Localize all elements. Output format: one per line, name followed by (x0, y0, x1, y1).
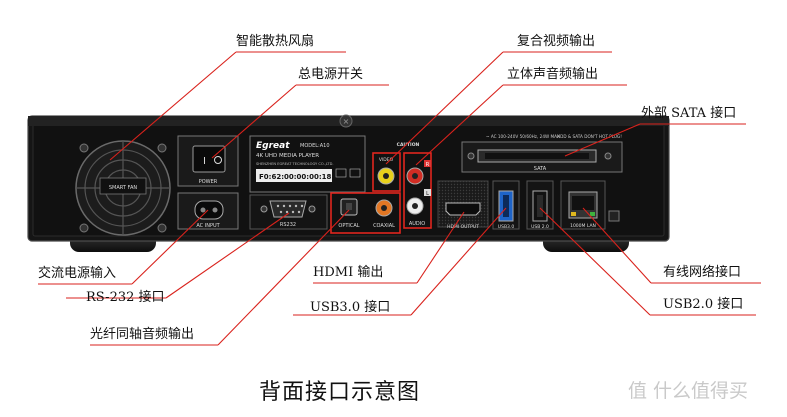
power-label: POWER (199, 179, 218, 185)
coaxial-label: COAXIAL (373, 223, 395, 229)
fan-label: SMART FAN (109, 185, 137, 191)
usb2-label: USB 2.0 (531, 224, 549, 230)
hdmi-label: HDMI OUTPUT (447, 224, 479, 230)
callout-usb2: USB2.0 接口 (663, 297, 744, 312)
callout-external-sata: 外部 SATA 接口 (641, 106, 737, 121)
svg-text:×: × (343, 117, 350, 126)
usb3-label: USB3.0 (498, 224, 515, 230)
audio-label: AUDIO (409, 221, 425, 227)
diagram-caption: 背面接口示意图 (259, 380, 421, 405)
optical-coaxial-highlight (330, 192, 401, 234)
device-label-sticker (249, 135, 366, 193)
product-name: 4K UHD MEDIA PLAYER (256, 153, 319, 159)
optical-label: OPTICAL (338, 223, 359, 229)
hdmi-port[interactable] (445, 202, 481, 216)
video-label: VIDEO (379, 157, 394, 163)
watermark: 值 什么值得买 (628, 376, 748, 403)
model: MODEL:A10 (300, 143, 330, 149)
screw (339, 114, 353, 128)
sata-warning: HDD & SATA DON'T HOT PLUG! (557, 134, 622, 139)
rs232-label: RS232 (280, 222, 296, 228)
audio-right-label: R (426, 162, 430, 168)
callout-optical-coaxial: 光纤同轴音频输出 (90, 327, 195, 342)
cooling-fan (75, 140, 171, 236)
callout-usb3: USB3.0 接口 (310, 300, 391, 315)
power-rating: ~ AC 100-240V 50/60Hz, 24W MAX (486, 134, 560, 139)
callout-fan: 智能散热风扇 (236, 34, 315, 49)
svg-text:I: I (203, 156, 206, 167)
callout-composite-video: 复合视频输出 (517, 34, 596, 49)
brand: Egreat (256, 141, 290, 151)
power-switch[interactable] (192, 145, 226, 173)
mac-address: F0:62:00:00:00:18 (259, 173, 331, 181)
callout-ac-input: 交流电源输入 (38, 266, 117, 281)
callout-hdmi: HDMI 输出 (313, 265, 384, 280)
reset-button[interactable] (608, 210, 620, 222)
ac-input-label: AC INPUT (196, 223, 220, 229)
watermark-text: 值 什么值得买 (628, 380, 749, 402)
audio-left-label: L (426, 191, 429, 197)
ac-input-port[interactable] (194, 200, 224, 220)
rs232-port[interactable] (269, 200, 307, 218)
sata-label: SATA (534, 166, 547, 172)
callout-ethernet: 有线网络接口 (663, 265, 742, 280)
callout-power-switch: 总电源开关 (298, 67, 364, 82)
video-highlight (372, 152, 401, 192)
caution-label: CAUTION (397, 142, 420, 148)
manufacturer: SHENZHEN EGREAT TECHNOLOGY CO.,LTD. (256, 162, 333, 166)
callout-stereo-audio: 立体声音频输出 (507, 67, 599, 82)
callout-rs232: RS-232 接口 (86, 290, 165, 305)
leader-lines (38, 51, 761, 346)
lan-label: 1000M LAN (570, 223, 596, 229)
